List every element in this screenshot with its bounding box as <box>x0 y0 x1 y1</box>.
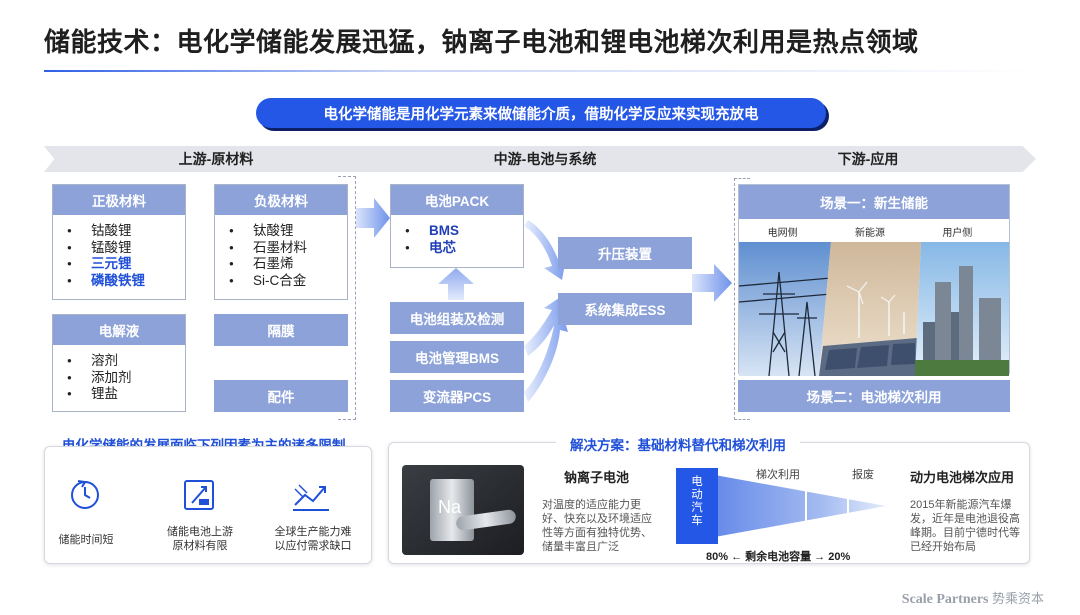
page-title: 储能技术：电化学储能发展迅猛，钠离子电池和锂电池梯次利用是热点领域 <box>44 27 919 57</box>
photo-labels: 电网侧 新能源 用户侧 <box>739 224 1009 239</box>
upstream-bracket <box>338 176 356 420</box>
footer-brand: Scale Partners 势乘资本 <box>902 588 1044 608</box>
pcs-box: 变流器PCS <box>390 380 524 412</box>
pack-title: 电池PACK <box>391 185 523 215</box>
cathode-item: 钴酸锂 <box>67 223 185 240</box>
flow-curve-arrows-icon <box>524 220 568 402</box>
clock-icon <box>71 480 99 509</box>
pack-item: 电芯 <box>405 240 523 257</box>
electrolyte-list: 溶剂 添加剂 锂盐 <box>53 345 185 403</box>
cathode-title: 正极材料 <box>53 185 185 215</box>
footer-brand-en: Scale Partners <box>901 592 989 607</box>
title-underline <box>44 70 1034 72</box>
downstream-bracket <box>734 178 750 420</box>
energy-scene-image <box>739 242 1009 376</box>
footer-brand-cn: 势乘资本 <box>991 592 1044 607</box>
scrap-label: 报废 <box>852 469 874 481</box>
ev-label: 电 动 汽 车 <box>691 476 703 527</box>
ess-box: 系统集成ESS <box>558 293 692 325</box>
definition-banner: 电化学储能是用化学元素来做储能介质，借助化学反应来实现充放电 <box>256 98 826 128</box>
capacity-text: 80% ← 剩余电池容量 → 20% <box>706 551 851 563</box>
anode-item: 石墨烯 <box>229 256 347 273</box>
electrolyte-item: 添加剂 <box>67 370 185 387</box>
electrolyte-item: 溶剂 <box>67 353 185 370</box>
limit-label-2: 储能电池上游 原材料有限 <box>167 526 233 552</box>
photo-label-grid: 电网侧 <box>767 228 798 239</box>
stage-upstream: 上游-原材料 <box>44 146 388 172</box>
cascade-funnel <box>676 468 886 544</box>
sodium-desc: 对温度的适应能力更好、快充以及环境适应性等方面有独特优势、储量丰富且广泛 <box>542 499 652 553</box>
stage-midstream: 中游-电池与系统 <box>370 146 720 172</box>
separator-box: 隔膜 <box>214 314 348 346</box>
pack-list: BMS 电芯 <box>391 215 523 256</box>
photo-label-user: 用户侧 <box>942 228 973 239</box>
solution-title: 解决方案：基础材料替代和梯次利用 <box>570 438 786 453</box>
electrolyte-title: 电解液 <box>53 315 185 345</box>
flow-arrow-right-icon <box>356 198 390 238</box>
flow-arrow-up-icon <box>438 268 474 300</box>
power-desc: 2015年新能源汽车爆发，近年是电池退役高峰期。目前宁德时代等已经开始布局 <box>910 499 1020 553</box>
cathode-item: 锰酸锂 <box>67 240 185 257</box>
anode-list: 钛酸锂 石墨材料 石墨烯 Si-C合金 <box>215 215 347 289</box>
cascade-stage-label: 梯次利用 <box>756 469 800 481</box>
solution-title-wrap: 解决方案：基础材料替代和梯次利用 <box>556 434 800 455</box>
sodium-battery-image: Na <box>402 465 524 555</box>
scene2-title: 场景二：电池梯次利用 <box>738 380 1010 412</box>
pack-card: 电池PACK BMS 电芯 <box>390 184 524 268</box>
anode-item: Si-C合金 <box>229 273 347 290</box>
pack-item: BMS <box>405 223 523 240</box>
bms-box: 电池管理BMS <box>390 341 524 373</box>
power-title: 动力电池梯次应用 <box>910 470 1015 485</box>
booster-box: 升压装置 <box>558 237 692 269</box>
stage-downstream: 下游-应用 <box>700 146 1036 172</box>
assembly-box: 电池组装及检测 <box>390 302 524 334</box>
anode-title: 负极材料 <box>215 185 347 215</box>
scene1-card: 场景一：新生储能 电网侧 新能源 用户侧 <box>738 184 1010 376</box>
battery-material-icon <box>184 480 214 510</box>
anode-card: 负极材料 钛酸锂 石墨材料 石墨烯 Si-C合金 <box>214 184 348 300</box>
limits-panel: 储能时间短 储能电池上游 原材料有限 全球生产能力难 以应付需求缺口 <box>44 446 372 564</box>
scene1-title: 场景一：新生储能 <box>739 185 1009 219</box>
electrolyte-item: 锂盐 <box>67 386 185 403</box>
anode-item: 石墨材料 <box>229 240 347 257</box>
limit-label-1: 储能时间短 <box>58 534 114 546</box>
photo-label-renewable: 新能源 <box>854 228 885 239</box>
cathode-item: 磷酸铁锂 <box>67 273 185 290</box>
anode-item: 钛酸锂 <box>229 223 347 240</box>
cathode-item: 三元锂 <box>67 256 185 273</box>
sodium-title: 钠离子电池 <box>564 470 630 485</box>
cathode-card: 正极材料 钴酸锂 锰酸锂 三元锂 磷酸铁锂 <box>52 184 186 300</box>
parts-box: 配件 <box>214 380 348 412</box>
sodium-symbol: Na <box>438 497 462 517</box>
flow-arrow-right-icon <box>692 264 732 302</box>
production-chart-icon <box>293 484 329 511</box>
cathode-list: 钴酸锂 锰酸锂 三元锂 磷酸铁锂 <box>53 215 185 289</box>
limit-label-3: 全球生产能力难 以应付需求缺口 <box>274 526 352 552</box>
electrolyte-card: 电解液 溶剂 添加剂 锂盐 <box>52 314 186 412</box>
